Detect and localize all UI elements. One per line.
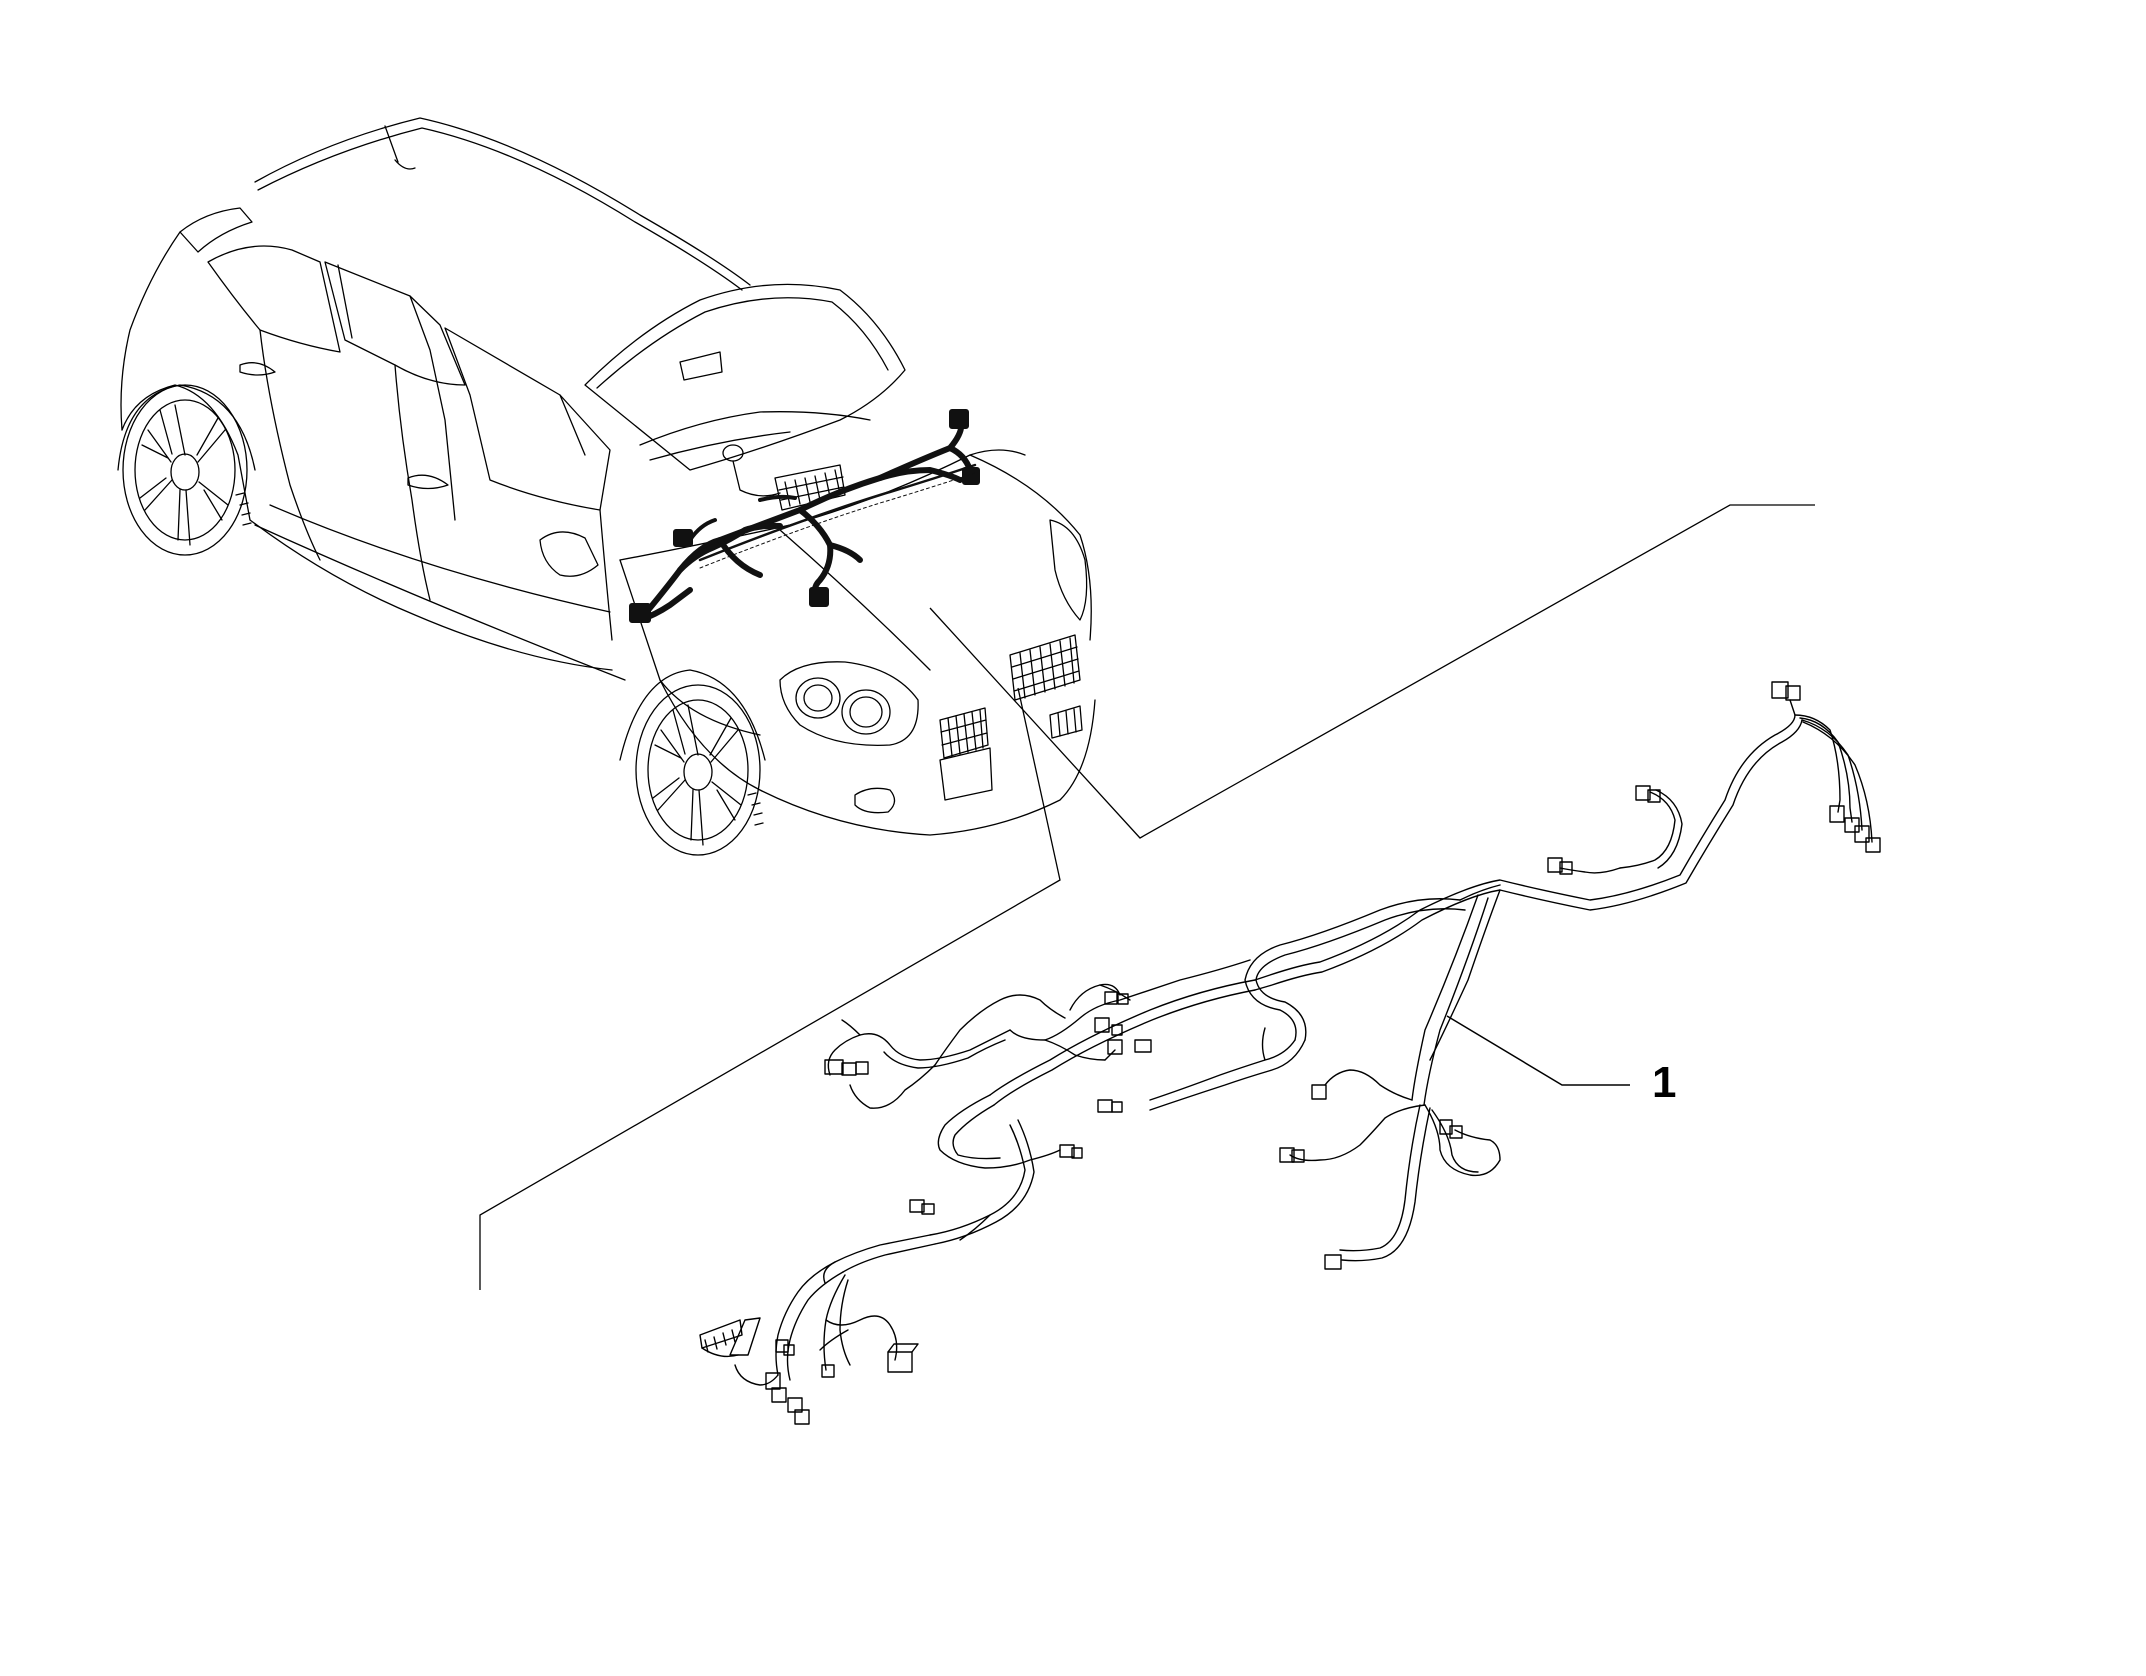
callout-1-leader — [1446, 1015, 1630, 1086]
leader-lines — [479, 504, 1815, 1290]
car-illustration — [117, 117, 1096, 856]
callout-1: 1 — [1446, 1015, 1676, 1107]
harness-in-car — [629, 409, 980, 623]
wiring-harness — [699, 681, 1881, 1425]
upper-grille — [1009, 634, 1081, 701]
lower-grille — [939, 705, 1083, 759]
callout-1-label: 1 — [1652, 1058, 1676, 1107]
